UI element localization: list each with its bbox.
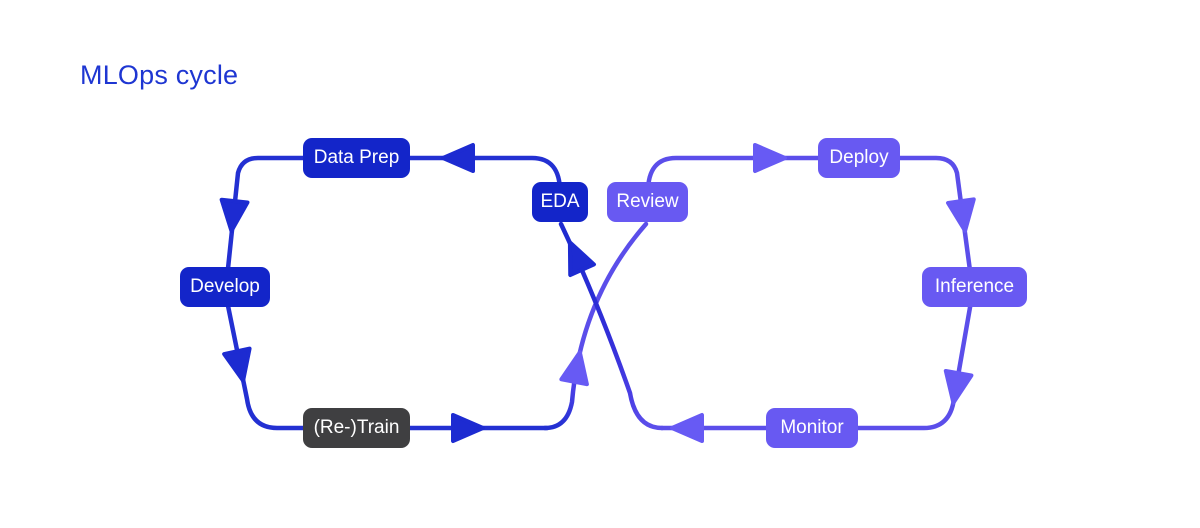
left-loop-path [222, 155, 563, 431]
arrow-inference-to-monitor-icon [943, 368, 974, 405]
arrow-develop-to-retrain-icon [222, 346, 252, 383]
node-review: Review [607, 182, 688, 222]
arrow-eda-to-dataprep-icon [441, 143, 475, 173]
arrow-deploy-to-inference-icon [946, 197, 976, 233]
page-title: MLOps cycle [80, 60, 239, 90]
node-retrain: (Re-)Train [303, 408, 410, 448]
node-develop: Develop [180, 267, 270, 307]
arrow-monitor-to-eda-ascent-icon [567, 240, 596, 277]
node-deploy: Deploy [818, 138, 900, 178]
arrow-review-to-deploy-icon [753, 143, 787, 173]
arrow-monitor-to-eda-bottom-icon [670, 413, 704, 443]
node-data-prep: Data Prep [303, 138, 410, 178]
node-monitor: Monitor [766, 408, 858, 448]
node-inference: Inference [922, 267, 1027, 307]
arrow-retrain-to-review-ascent-icon [559, 350, 589, 387]
node-eda: EDA [532, 182, 588, 222]
arrow-dataprep-to-develop-icon [219, 197, 250, 233]
arrow-retrain-to-review-bottom-icon [451, 413, 485, 443]
